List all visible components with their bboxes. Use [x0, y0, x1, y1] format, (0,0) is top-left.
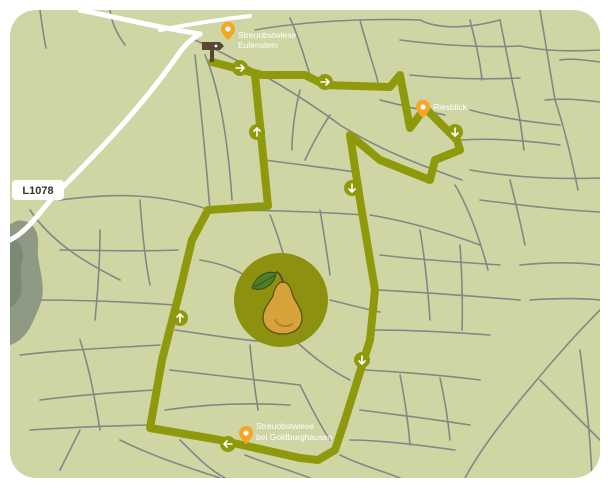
poi-label-line1: Streuobstwiese: [256, 421, 314, 431]
road-label-badge: L1078: [12, 180, 64, 200]
arrow-icon: [344, 180, 360, 196]
arrow-icon: [447, 124, 463, 140]
signpost-icon[interactable]: [202, 42, 224, 62]
route-line[interactable]: [146, 58, 464, 464]
hiking-route[interactable]: [146, 58, 464, 464]
direction-arrows: [172, 60, 463, 452]
poi-label-line1: Riesblick: [433, 102, 468, 112]
arrow-icon: [232, 60, 248, 76]
map-pin-icon: [221, 22, 235, 40]
arrow-icon: [317, 74, 333, 90]
poi-label-line1: Streuobstwiese: [238, 30, 296, 40]
map-pin-icon: [416, 100, 430, 118]
arrow-icon: [220, 436, 236, 452]
arrow-icon: [249, 124, 265, 140]
poi-streuobstwiese-goldburghausen[interactable]: Streuobstwiese bei Goldburghausen: [239, 421, 333, 444]
poi-label-line2: Eulenstein: [238, 40, 278, 50]
poi-label-line2: bei Goldburghausen: [256, 432, 333, 442]
arrow-icon: [172, 310, 188, 326]
forest-area-dark: [10, 239, 24, 308]
map-pin-icon: [239, 426, 253, 444]
main-roads: [10, 10, 252, 243]
pear-icon: [251, 271, 303, 335]
land-area: [10, 10, 600, 478]
pear-emblem: [234, 253, 328, 347]
road-label: L1078: [22, 185, 53, 197]
arrow-icon: [354, 352, 370, 368]
poi-streuobstwiese-eulenstein[interactable]: Streuobstwiese Eulenstein: [221, 22, 296, 50]
poi-riesblick[interactable]: Riesblick: [416, 100, 468, 118]
